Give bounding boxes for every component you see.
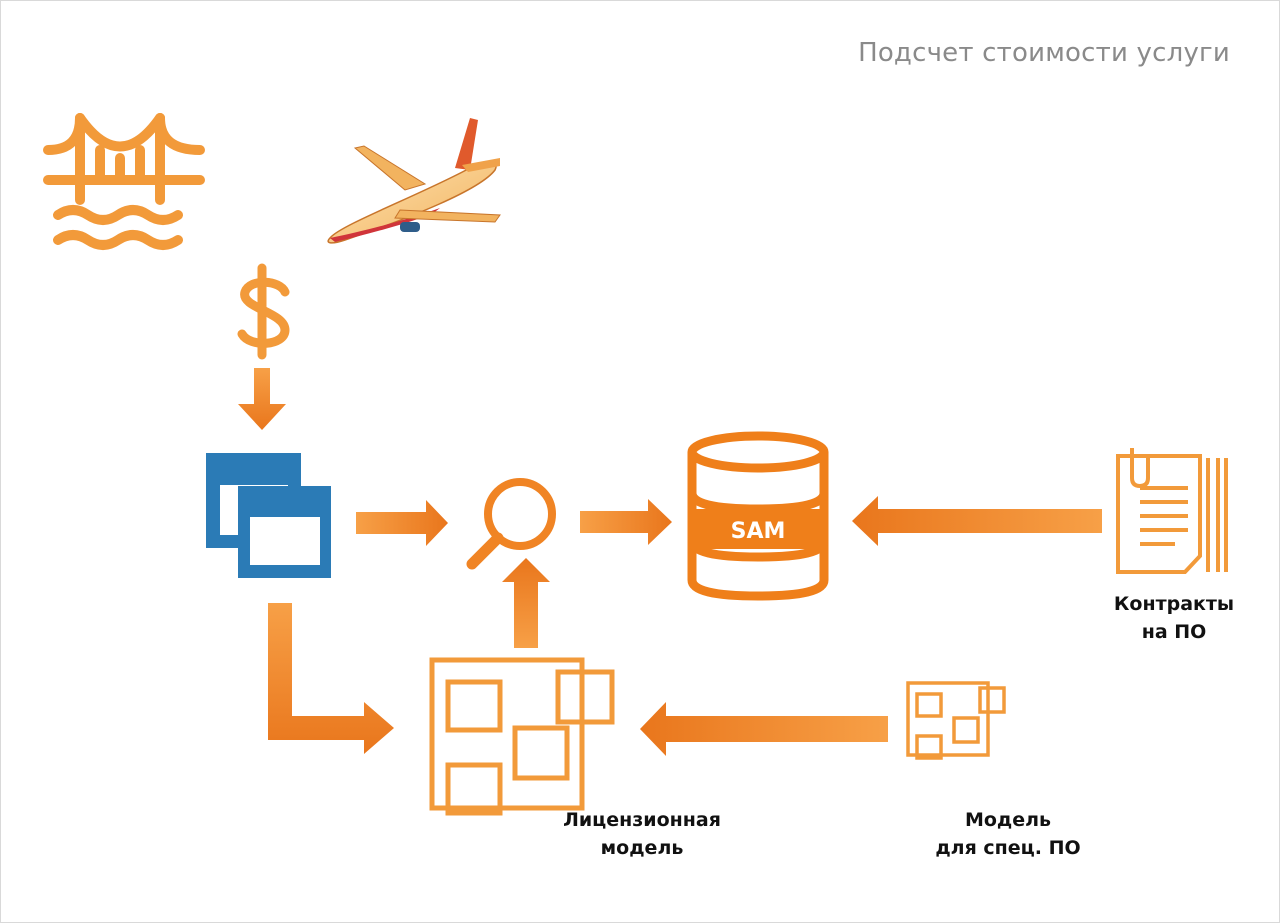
special-model-label-line1: Модель xyxy=(964,809,1052,831)
bridge-icon xyxy=(43,113,205,250)
contracts-label-line2: на ПО xyxy=(1141,621,1207,643)
arrow-search-to-sam xyxy=(580,499,672,545)
arrow-down-dollar xyxy=(238,368,286,430)
license-model-label: Лицензионная модель xyxy=(532,806,752,862)
search-icon xyxy=(466,478,556,570)
sam-label: SAM xyxy=(731,519,786,544)
license-model-label-line2: модель xyxy=(600,837,684,859)
contracts-label-line1: Контракты xyxy=(1113,593,1235,615)
page-title: Подсчет стоимости услуги xyxy=(858,38,1230,68)
document-icon xyxy=(1116,448,1228,574)
arrow-special-to-license-model xyxy=(640,702,888,756)
license-model-icon xyxy=(429,657,615,816)
arrow-contracts-to-sam xyxy=(852,496,1102,546)
license-model-label-line1: Лицензионная xyxy=(563,809,721,831)
arrow-windows-to-search xyxy=(356,500,448,546)
arrow-windows-to-license-model xyxy=(268,603,394,754)
arrow-license-model-to-search xyxy=(502,558,550,648)
special-model-label: Модель для спец. ПО xyxy=(898,806,1118,862)
sam-band xyxy=(692,509,824,549)
special-model-label-line2: для спец. ПО xyxy=(935,837,1081,859)
special-model-icon xyxy=(906,681,1006,760)
airplane-icon xyxy=(327,118,501,244)
contracts-label: Контракты на ПО xyxy=(1090,590,1258,646)
dollar-icon xyxy=(237,263,290,360)
windows-icon xyxy=(206,453,333,580)
